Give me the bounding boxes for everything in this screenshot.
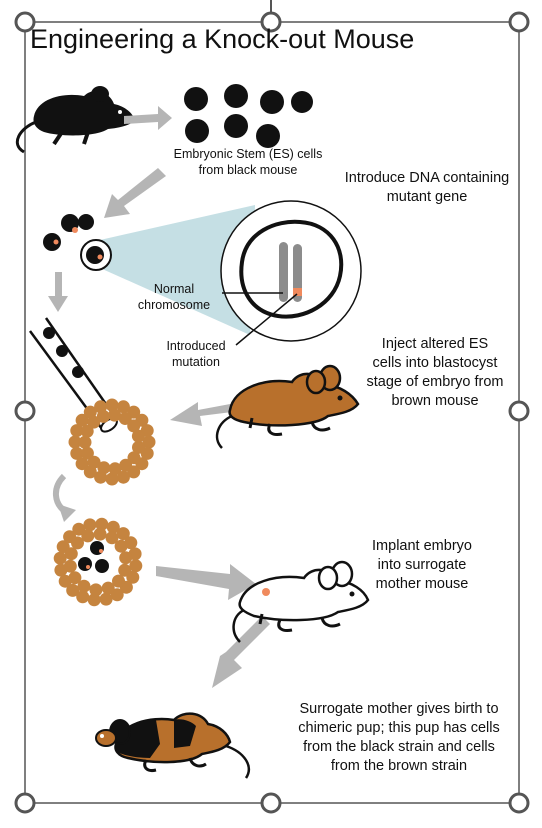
label-es-cells: Embryonic Stem (ES) cells from black mou…: [173, 147, 323, 178]
embryo-cell: [114, 539, 128, 553]
embryo-cell: [129, 559, 143, 573]
embryo-cell: [53, 551, 67, 565]
blastocyst-cell: [97, 461, 111, 475]
step-birth-chimeric-pup: Surrogate mother gives birth to chimeric…: [298, 701, 500, 774]
embryo-cell: [112, 574, 125, 588]
label-introduced-mutation: Introduced mutation: [166, 339, 226, 370]
embryo-cell: [71, 536, 84, 550]
embryo-with-es-cells: [53, 517, 143, 607]
blastocyst-cell: [108, 408, 122, 422]
blastocyst-cell: [70, 446, 84, 460]
blastocyst-cell: [68, 435, 82, 449]
step-implant-embryo: Implant embryo into surrogate mother mou…: [372, 538, 472, 592]
zoom-wedge: [100, 205, 255, 335]
blastocyst-cell: [105, 398, 119, 412]
resize-handle-bottom-right[interactable]: [508, 792, 530, 814]
embryo-cell: [64, 547, 78, 561]
embryo-cell: [77, 579, 91, 593]
embryo-cell: [99, 592, 113, 606]
embryo-cell: [87, 593, 101, 607]
embryo-cell: [101, 581, 115, 595]
embryo-cell: [72, 522, 86, 536]
embryo-cell: [63, 559, 77, 573]
embryo-cell: [116, 527, 130, 541]
embryo-cell: [93, 527, 107, 541]
resize-handle-top-right[interactable]: [508, 11, 530, 33]
embryo-cell: [68, 571, 82, 585]
blastocyst-cell: [127, 419, 141, 433]
embryo-cell: [106, 520, 120, 534]
blastocyst-cell: [80, 424, 94, 438]
black-mouse: [15, 86, 135, 154]
arrow-embryo-to-surrogate: [156, 564, 256, 600]
blastocyst-cell: [70, 424, 84, 438]
es-cells-with-dna: [43, 214, 112, 271]
blastocyst-cell: [108, 462, 122, 476]
embryo-cell: [110, 588, 124, 602]
blastocyst-cell: [118, 412, 132, 425]
blastocyst-cell: [116, 470, 130, 484]
arrow-mouse-to-cells: [124, 106, 172, 130]
embryo-cell: [83, 518, 97, 532]
blastocyst-cell: [87, 455, 101, 469]
arrow-surrogate-to-pup: [212, 616, 270, 688]
embryo-cell: [66, 583, 80, 597]
embryo-cell: [95, 517, 109, 531]
blastocyst-cell: [78, 435, 92, 449]
diagram-title: Engineering a Knock-out Mouse: [30, 24, 415, 54]
blastocyst-cell: [119, 458, 133, 472]
surrogate-mother-mouse: [232, 560, 370, 643]
nucleus-zoom: [220, 200, 362, 342]
blastocyst-cell: [116, 400, 130, 414]
blastocyst-cell: [127, 451, 141, 465]
resize-handle-top-left[interactable]: [14, 11, 36, 33]
embryo-cell: [76, 590, 90, 604]
resize-handle-bottom[interactable]: [260, 792, 282, 814]
pointer-lines: [222, 292, 298, 346]
blastocyst-cell: [132, 440, 145, 454]
embryo-cell: [81, 529, 95, 543]
arrow-cells-to-needle: [48, 272, 68, 312]
blastocyst-cell: [105, 472, 119, 486]
embryo-cell: [119, 551, 133, 565]
chromosome-normal: [279, 242, 288, 302]
blastocyst-cell: [87, 415, 101, 429]
embryo-cell: [118, 563, 132, 577]
chromosome-mutated: [293, 244, 302, 302]
blastocyst: [68, 398, 156, 486]
label-normal-chromosome: Normal chromosome: [137, 282, 211, 313]
es-cells-black: [184, 84, 313, 148]
resize-handle-left[interactable]: [14, 400, 36, 422]
blastocyst-cell: [75, 413, 89, 427]
embryo-cell: [89, 583, 103, 597]
step-introduce-dna: Introduce DNA containing mutant gene: [344, 170, 510, 205]
embryo-cell: [105, 531, 119, 545]
step-inject-es-cells: Inject altered ES cells into blastocyst …: [366, 336, 504, 409]
blastocyst-cell: [142, 435, 156, 449]
resize-handle-right[interactable]: [508, 400, 530, 422]
blastocyst-cell: [131, 429, 145, 443]
blastocyst-cell: [96, 409, 110, 423]
blastocyst-cell: [80, 446, 94, 460]
resize-handle-bottom-left[interactable]: [14, 792, 36, 814]
brown-mouse: [215, 364, 360, 449]
arrow-cells-to-selected: [104, 168, 166, 218]
arrow-blastocyst-to-embryo: [53, 473, 76, 522]
blastocyst-cell: [83, 405, 97, 419]
blastocyst-cell: [75, 457, 89, 471]
chimeric-pup: [95, 712, 251, 779]
